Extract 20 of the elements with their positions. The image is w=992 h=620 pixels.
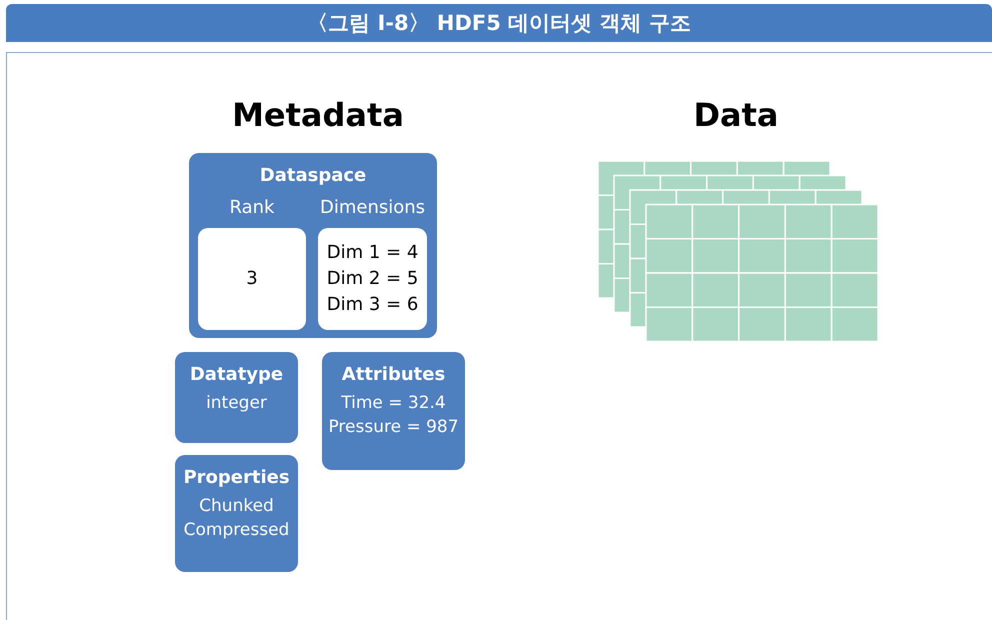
- info-card: [322, 352, 465, 470]
- section-heading: Metadata: [231, 96, 405, 134]
- box-heading: Datatype: [188, 364, 284, 385]
- box-heading: Attributes: [340, 364, 446, 385]
- section-heading: Data: [692, 96, 780, 134]
- value-box: 3: [198, 228, 306, 330]
- box-text: integer: [205, 392, 268, 415]
- box-text: Pressure = 987: [327, 416, 460, 439]
- box-text: Time = 32.4: [340, 392, 447, 415]
- title-bar: 〈그림 Ⅰ-8〉 HDF5 데이터셋 객체 구조: [6, 4, 992, 42]
- column-heading: Dimensions: [318, 196, 426, 220]
- box-text: Chunked: [198, 495, 275, 518]
- box-heading: Properties: [182, 467, 291, 488]
- value-box: Dim 1 = 4 Dim 2 = 5 Dim 3 = 6: [318, 228, 427, 330]
- box-text: Compressed: [182, 519, 290, 542]
- info-card: [175, 455, 298, 572]
- info-card: [175, 352, 298, 443]
- box-heading: Dataspace: [258, 165, 368, 186]
- column-heading: Rank: [228, 196, 276, 220]
- group-box: [189, 153, 437, 338]
